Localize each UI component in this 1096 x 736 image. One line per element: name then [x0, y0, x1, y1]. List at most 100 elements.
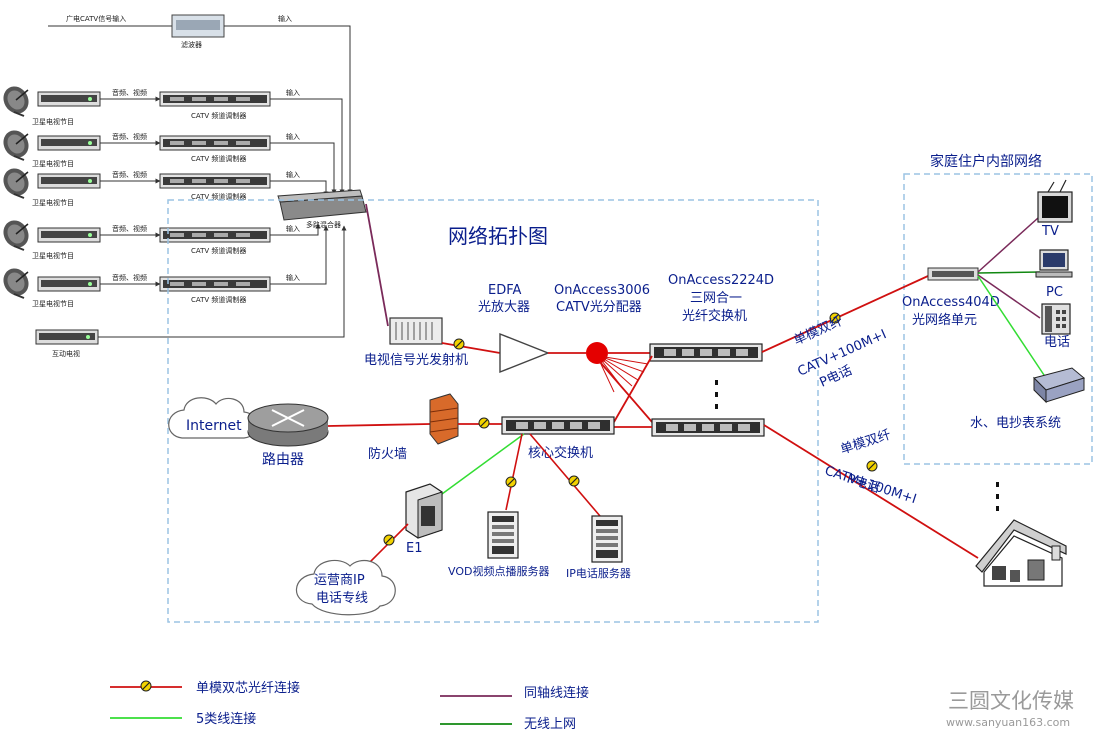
carrier-label-2: 电话专线 [316, 591, 368, 606]
firewall-icon [429, 393, 459, 445]
input-label: 输入 [286, 88, 300, 97]
tv-icon [1037, 179, 1073, 223]
edfa-amplifier-icon [499, 332, 550, 374]
av-label: 音频、视频 [112, 273, 147, 282]
receiver-icon [37, 276, 101, 292]
modulator-icon [159, 276, 271, 292]
carrier-cloud-icon [295, 559, 396, 616]
internet-label: Internet [186, 418, 242, 434]
legend-cat5-label: 5类线连接 [196, 711, 256, 727]
ip-phone-server-label: IP电话服务器 [566, 567, 631, 580]
edfa-label-2: 光放大器 [478, 300, 530, 315]
av-label: 音频、视频 [112, 88, 147, 97]
fiber-label-2-line3: P电话 [845, 472, 882, 497]
modulator-label: CATV 频道调制器 [191, 154, 246, 163]
catv-splitter-icon [586, 342, 649, 393]
fiber-label-2-line1: 单模双纤 [839, 427, 893, 457]
fiber-connector-icon [140, 680, 152, 692]
switch-label-1: OnAccess2224D [668, 273, 774, 288]
receiver-icon [37, 227, 101, 243]
core-switch-label: 核心交换机 [528, 445, 593, 461]
receiver-icon [37, 173, 101, 189]
sat-row-4: 卫星电视节目 音频、视频 CATV 频道调制器 输入 [0, 214, 321, 260]
receiver-icon [37, 135, 101, 151]
coax-link [365, 203, 389, 327]
e1-gateway-icon [405, 483, 443, 539]
av-label: 音频、视频 [112, 224, 147, 233]
meter-system-label: 水、电抄表系统 [970, 416, 1061, 431]
phone-label: 电话 [1044, 335, 1070, 350]
switch-label-3: 光纤交换机 [682, 308, 747, 324]
interactive-tv-box-icon [35, 329, 99, 345]
onu-label-1: OnAccess404D [902, 295, 1000, 310]
filter-input-label: 输入 [278, 14, 292, 23]
input-label: 输入 [286, 132, 300, 141]
filter-icon [171, 14, 225, 38]
pc-label: PC [1046, 285, 1063, 300]
mixer-icon [277, 189, 367, 221]
firewall-label: 防火墙 [368, 446, 407, 462]
transmitter-label: 电视信号光发射机 [364, 352, 468, 368]
fiber-switch-top-icon [649, 343, 763, 362]
onu-label-2: 光网络单元 [912, 312, 977, 328]
splitter-label-2: CATV光分配器 [556, 300, 642, 315]
more-homes-ellipsis [996, 482, 999, 511]
legend-wireless-label: 无线上网 [524, 717, 576, 732]
interactive-tv-label: 互动电视 [52, 349, 80, 358]
catv-input-label: 广电CATV信号输入 [66, 14, 126, 23]
modulator-icon [159, 91, 271, 107]
tv-label: TV [1041, 224, 1059, 239]
edfa-label-1: EDFA [488, 283, 522, 298]
modulator-icon [159, 135, 271, 151]
e1-label: E1 [406, 541, 423, 556]
fiber-connector-icon [383, 534, 395, 546]
legend-fiber-label: 单模双芯光纤连接 [196, 680, 300, 696]
headend-panel: 广电CATV信号输入 滤波器 输入 卫星电视节目 音频、视频 CATV 频道调制… [0, 0, 372, 366]
legend: 单模双芯光纤连接 5类线连接 同轴线连接 无线上网 [110, 680, 589, 732]
modulator-label: CATV 频道调制器 [191, 192, 246, 201]
home-network-title: 家庭住户内部网络 [930, 153, 1042, 170]
house-icon [975, 519, 1067, 587]
vod-server-label: VOD视频点播服务器 [448, 564, 549, 578]
phone-icon [1041, 303, 1071, 335]
pc-icon [1035, 249, 1073, 278]
modulator-icon [159, 173, 271, 189]
splitter-label-1: OnAccess3006 [554, 283, 650, 298]
modulator-label: CATV 频道调制器 [191, 111, 246, 120]
onu-icon [927, 267, 979, 281]
receiver-icon [37, 91, 101, 107]
input-label: 输入 [286, 273, 300, 282]
modulator-label: CATV 频道调制器 [191, 295, 246, 304]
input-label: 输入 [286, 224, 300, 233]
router-icon [247, 403, 329, 447]
sat-label: 卫星电视节目 [32, 299, 74, 308]
sat-label: 卫星电视节目 [32, 198, 74, 207]
fiber-connector-icon [453, 338, 465, 350]
sat-label: 卫星电视节目 [32, 251, 74, 260]
filter-label: 滤波器 [181, 40, 202, 49]
av-label: 音频、视频 [112, 170, 147, 179]
sat-row-1: 卫星电视节目 音频、视频 CATV 频道调制器 输入 [0, 80, 345, 195]
meter-system-icon [1033, 367, 1086, 404]
more-switches-ellipsis [715, 380, 718, 409]
mixer-label: 多路混合器 [306, 220, 341, 229]
router-label: 路由器 [262, 452, 304, 468]
ip-phone-server-icon [591, 515, 623, 563]
watermark-url: www.sanyuan163.com [946, 716, 1070, 729]
modulator-label: CATV 频道调制器 [191, 246, 246, 255]
core-switch-icon [501, 416, 615, 435]
fiber-switch-bottom-icon [651, 418, 765, 437]
vod-server-icon [487, 511, 519, 559]
fiber-connector-icon [478, 417, 490, 429]
fiber-connector-icon [568, 475, 580, 487]
sat-row-5: 卫星电视节目 音频、视频 CATV 频道调制器 输入 [0, 225, 329, 308]
modulator-icon [159, 227, 271, 243]
input-label: 输入 [286, 170, 300, 179]
home-network-region-border [903, 173, 1093, 465]
av-label: 音频、视频 [112, 132, 147, 141]
watermark-brand: 三圆文化传媒 [948, 689, 1074, 713]
diagram-title: 网络拓扑图 [448, 224, 548, 248]
switch-label-2: 三网合一 [690, 291, 742, 306]
sat-row-2: 卫星电视节目 音频、视频 CATV 频道调制器 输入 [0, 124, 337, 195]
